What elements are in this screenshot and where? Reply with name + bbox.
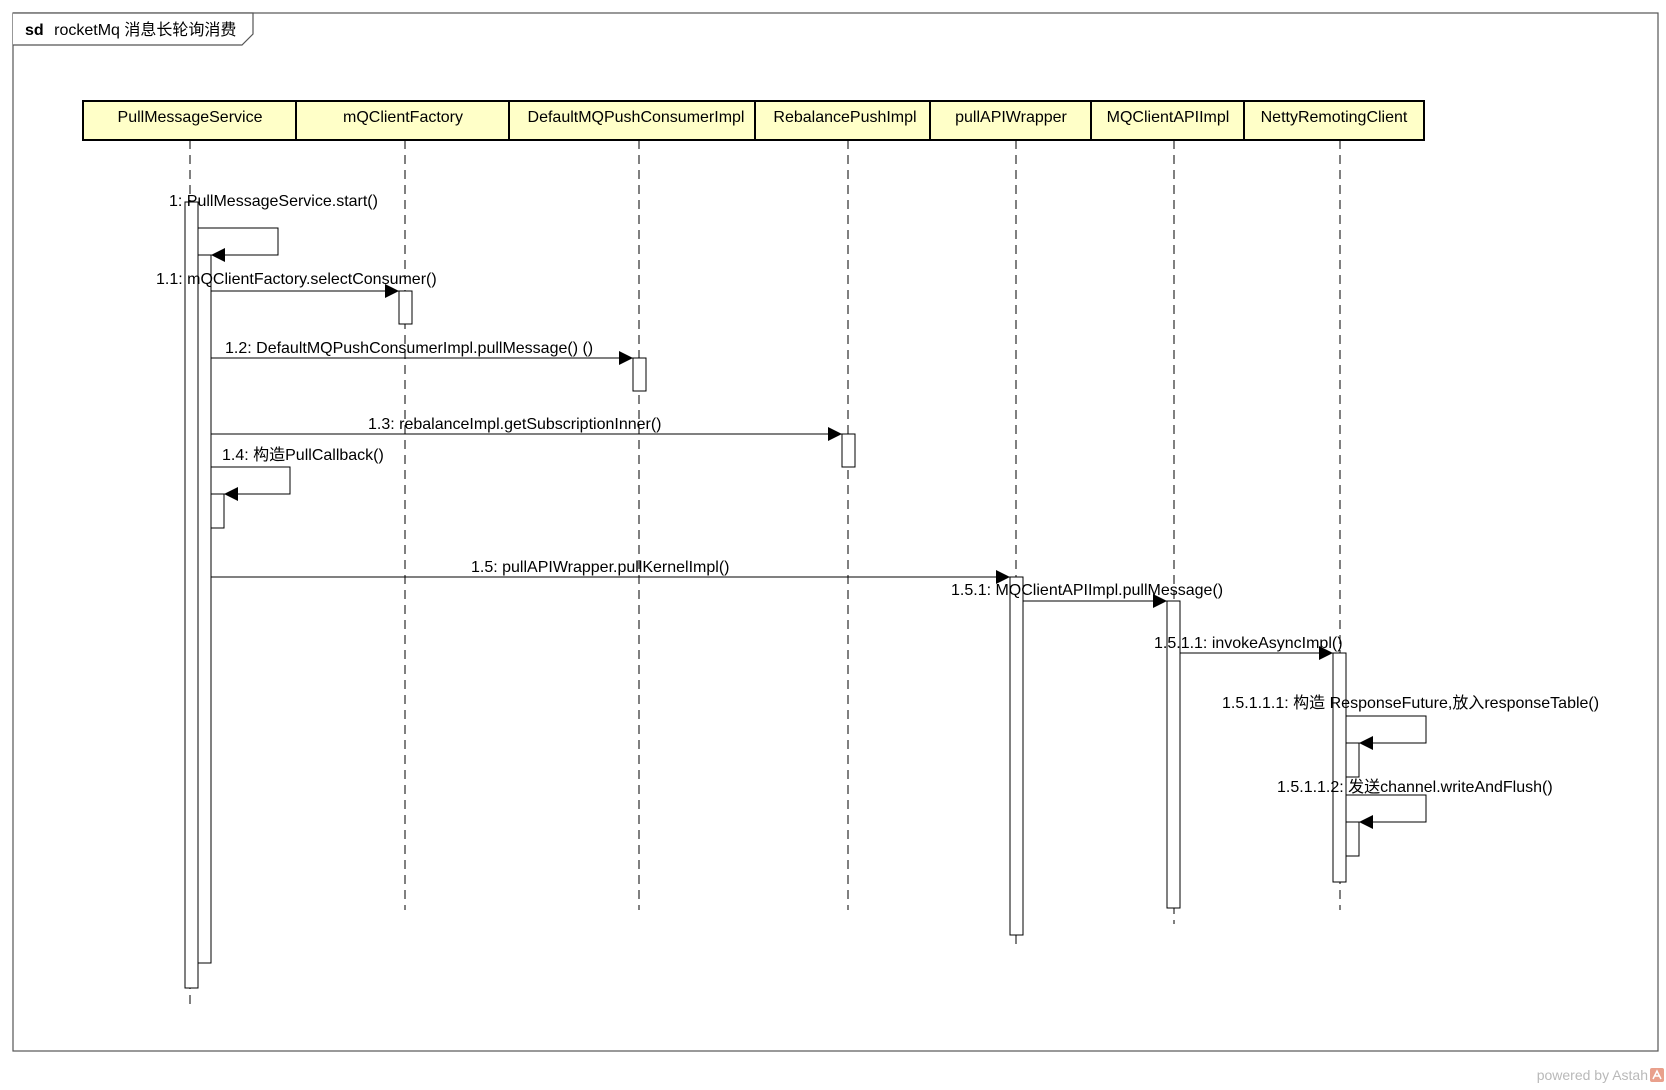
astah-logo-icon <box>1650 1068 1664 1082</box>
message-label-mqclientapi-pullmessage: 1.5.1: MQClientAPIImpl.pullMessage() <box>951 582 1223 599</box>
message-label-responsefuture: 1.5.1.1.1: 构造 ResponseFuture,放入responseT… <box>1222 694 1599 712</box>
lifeline-header-defaultmqpushconsumerimpl <box>508 100 756 141</box>
activation-defaultmqpushconsumerimpl <box>632 357 647 392</box>
activation-mqclientapiimpl <box>1166 600 1181 909</box>
message-label-writeandflush: 1.5.1.1.2: 发送channel.writeAndFlush() <box>1277 778 1553 796</box>
message-arrow-start <box>198 227 279 262</box>
activation-pullapiwrapper <box>1009 576 1024 936</box>
activation-responsefuture <box>1345 742 1360 778</box>
lifeline-header-mqclientapiimpl <box>1090 100 1245 141</box>
message-arrows <box>198 227 1427 829</box>
message-arrow-writeandflush <box>1346 794 1427 829</box>
lifeline-header-nettyremotingclient <box>1243 100 1425 141</box>
frame-title: sd rocketMq 消息长轮询消费 <box>25 21 236 39</box>
lifeline-header-rebalancepushimpl <box>754 100 931 141</box>
message-label-getsubscriptioninner: 1.3: rebalanceImpl.getSubscriptionInner(… <box>368 416 662 433</box>
diagram-frame <box>12 12 1659 1052</box>
message-label-start: 1: PullMessageService.start() <box>169 193 378 210</box>
lifeline-header-pullapiwrapper <box>929 100 1092 141</box>
lifeline-label-pullapiwrapper: pullAPIWrapper <box>955 109 1067 126</box>
message-label-invokeasyncimpl: 1.5.1.1: invokeAsyncImpl() <box>1154 635 1343 652</box>
lifeline-label-rebalancepushimpl: RebalancePushImpl <box>773 109 916 126</box>
activation-rebalancepushimpl <box>841 433 856 468</box>
message-label-selectconsumer: 1.1: mQClientFactory.selectConsumer() <box>156 271 437 288</box>
activation-nettyremotingclient <box>1332 652 1347 883</box>
lifeline-headers: PullMessageService mQClientFactory Defau… <box>82 100 1425 141</box>
activation-bars <box>184 201 1360 989</box>
lifeline-label-nettyremotingclient: NettyRemotingClient <box>1261 109 1408 126</box>
lifeline-label-mqclientfactory: mQClientFactory <box>343 109 463 126</box>
lifeline-header-mqclientfactory <box>295 100 510 141</box>
message-arrow-pullcallback <box>211 466 291 501</box>
message-label-pullmessage: 1.2: DefaultMQPushConsumerImpl.pullMessa… <box>225 340 593 357</box>
message-labels: 1: PullMessageService.start() 1.1: mQCli… <box>156 193 1599 796</box>
frame-title-text: rocketMq 消息长轮询消费 <box>54 21 236 39</box>
powered-by-credit: powered by Astah <box>1537 1067 1648 1083</box>
frame-keyword: sd <box>25 22 44 39</box>
activation-mqclientfactory <box>398 290 413 325</box>
activation-writeandflush <box>1345 821 1360 857</box>
message-label-pullkernelimpl: 1.5: pullAPIWrapper.pullKernelImpl() <box>471 559 730 576</box>
activation-pullcallback <box>210 493 225 529</box>
lifeline-label-defaultmqpushconsumerimpl: DefaultMQPushConsumerImpl <box>528 109 745 126</box>
frame-title-tab <box>13 12 254 46</box>
activation-pullmessageservice-inner <box>197 254 212 964</box>
message-label-pullcallback: 1.4: 构造PullCallback() <box>222 446 384 464</box>
lifeline-label-mqclientapiimpl: MQClientAPIImpl <box>1107 109 1230 126</box>
message-arrow-responsefuture <box>1346 715 1427 750</box>
activation-pullmessageservice-outer <box>184 201 199 989</box>
lifeline-label-pullmessageservice: PullMessageService <box>118 109 263 126</box>
